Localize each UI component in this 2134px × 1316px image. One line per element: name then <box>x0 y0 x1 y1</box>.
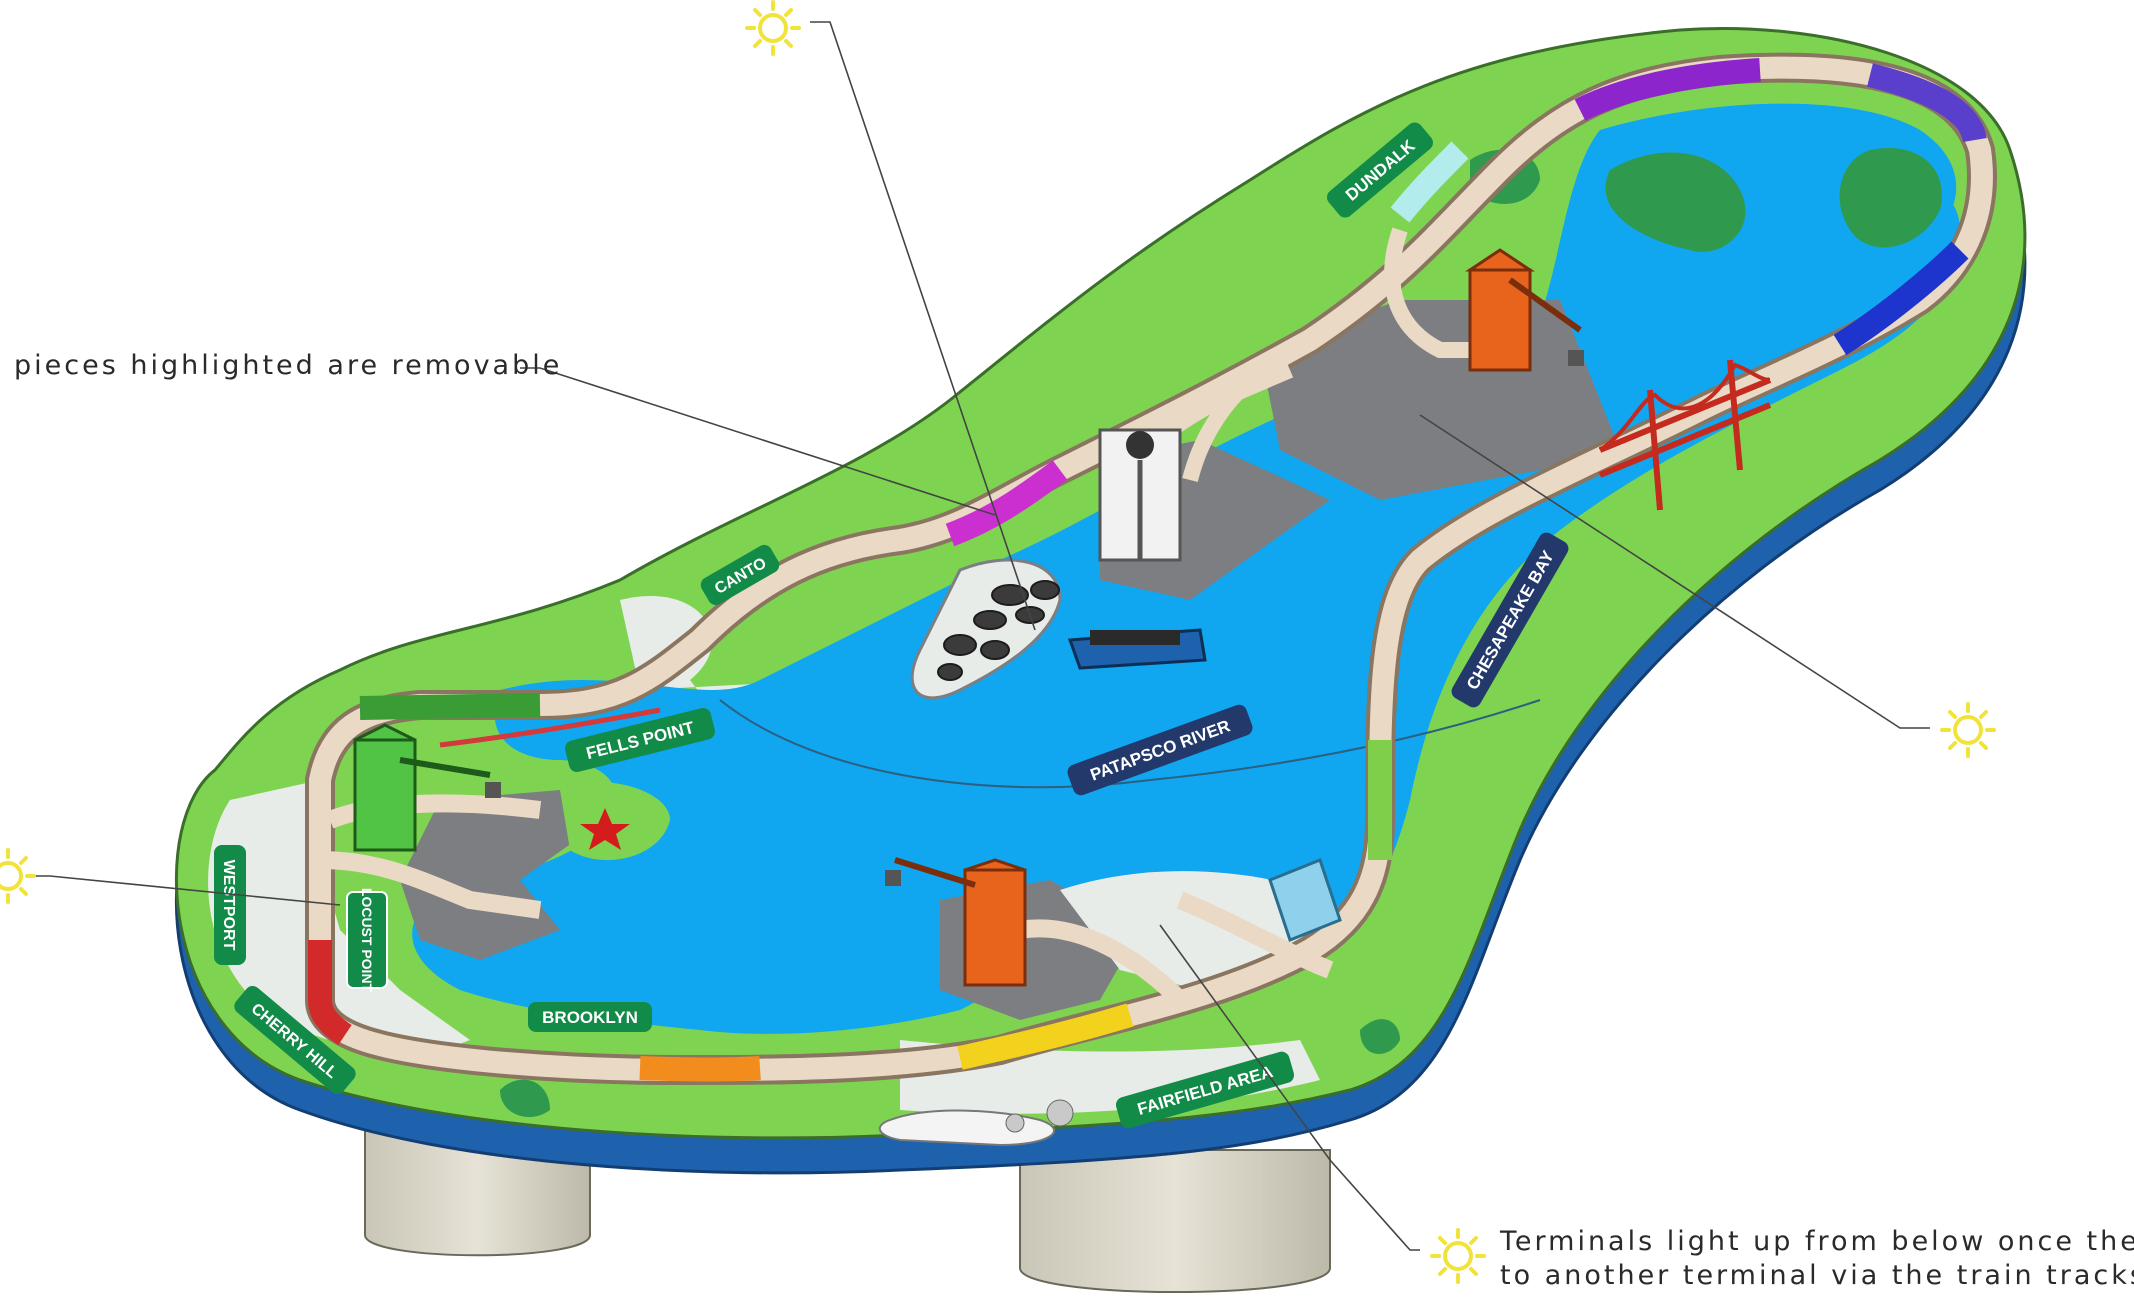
removable-piece-red <box>308 940 352 1045</box>
crane-orange-dundalk <box>1465 248 1584 372</box>
annotation-terminals-line1: Terminals light up from below once they <box>1500 1226 2134 1257</box>
leader-lines <box>28 21 1930 1251</box>
stone-cluster <box>937 580 1060 681</box>
label-westport: WESTPORT <box>214 845 246 965</box>
removable-piece-darkgreen <box>359 693 541 720</box>
forest-patch-4 <box>500 1079 550 1118</box>
ship <box>1067 628 1207 670</box>
removable-piece-magenta <box>945 460 1068 547</box>
track-spur-dundalk <box>1384 227 1480 358</box>
removable-piece-orange <box>639 1056 761 1082</box>
leader-right-light <box>1419 414 1930 729</box>
forest-patch-5 <box>1360 1019 1400 1054</box>
fells-point-island <box>560 781 670 860</box>
annotation-terminals-line2: to another terminal via the train tracks <box>1500 1260 2134 1291</box>
golden-gate-bridge <box>1598 359 1772 511</box>
track-spur-fells <box>326 794 542 829</box>
crane-orange-fairfield <box>885 857 1027 987</box>
removable-track-pieces <box>308 58 1987 1082</box>
removable-piece-yellow <box>957 1003 1134 1070</box>
star-icon <box>580 808 630 850</box>
removable-piece-blue <box>1833 241 1969 356</box>
shore-west <box>208 780 470 1054</box>
warehouse-building <box>1268 858 1342 942</box>
terminal-pad-locust <box>400 790 590 960</box>
svg-text:LOCUST POINT: LOCUST POINT <box>359 888 375 993</box>
table-top <box>174 27 2027 1147</box>
region-divider <box>719 699 1541 789</box>
leader-top-light <box>810 21 1036 631</box>
sun-light-icon <box>1940 702 1996 758</box>
leader-terminals <box>1159 924 1420 1251</box>
forest-patch-2 <box>1839 148 1942 248</box>
annotation-removable: pieces highlighted are removable <box>14 350 563 381</box>
label-brooklyn: BROOKLYN <box>528 1002 652 1032</box>
crane-green-fells <box>353 723 501 852</box>
crane-white-central <box>1098 428 1182 562</box>
removable-piece-violet <box>1867 63 1987 144</box>
control-panel <box>878 1099 1074 1147</box>
leader-removable <box>520 367 996 516</box>
svg-text:WESTPORT: WESTPORT <box>220 860 237 951</box>
label-locust-point: LOCUST POINT <box>346 888 388 993</box>
track-spur-locust <box>319 851 542 919</box>
svg-text:BROOKLYN: BROOKLYN <box>542 1008 638 1027</box>
track-spur-fairfield <box>1018 891 1334 1007</box>
sun-light-icon <box>0 848 36 904</box>
sun-light-icon <box>745 0 801 56</box>
sun-light-icon <box>1430 1228 1486 1284</box>
removable-piece-purple <box>1574 58 1761 121</box>
forest-patch-1 <box>1605 152 1746 252</box>
removable-piece-cyan <box>1390 141 1469 223</box>
red-streak <box>439 707 661 748</box>
